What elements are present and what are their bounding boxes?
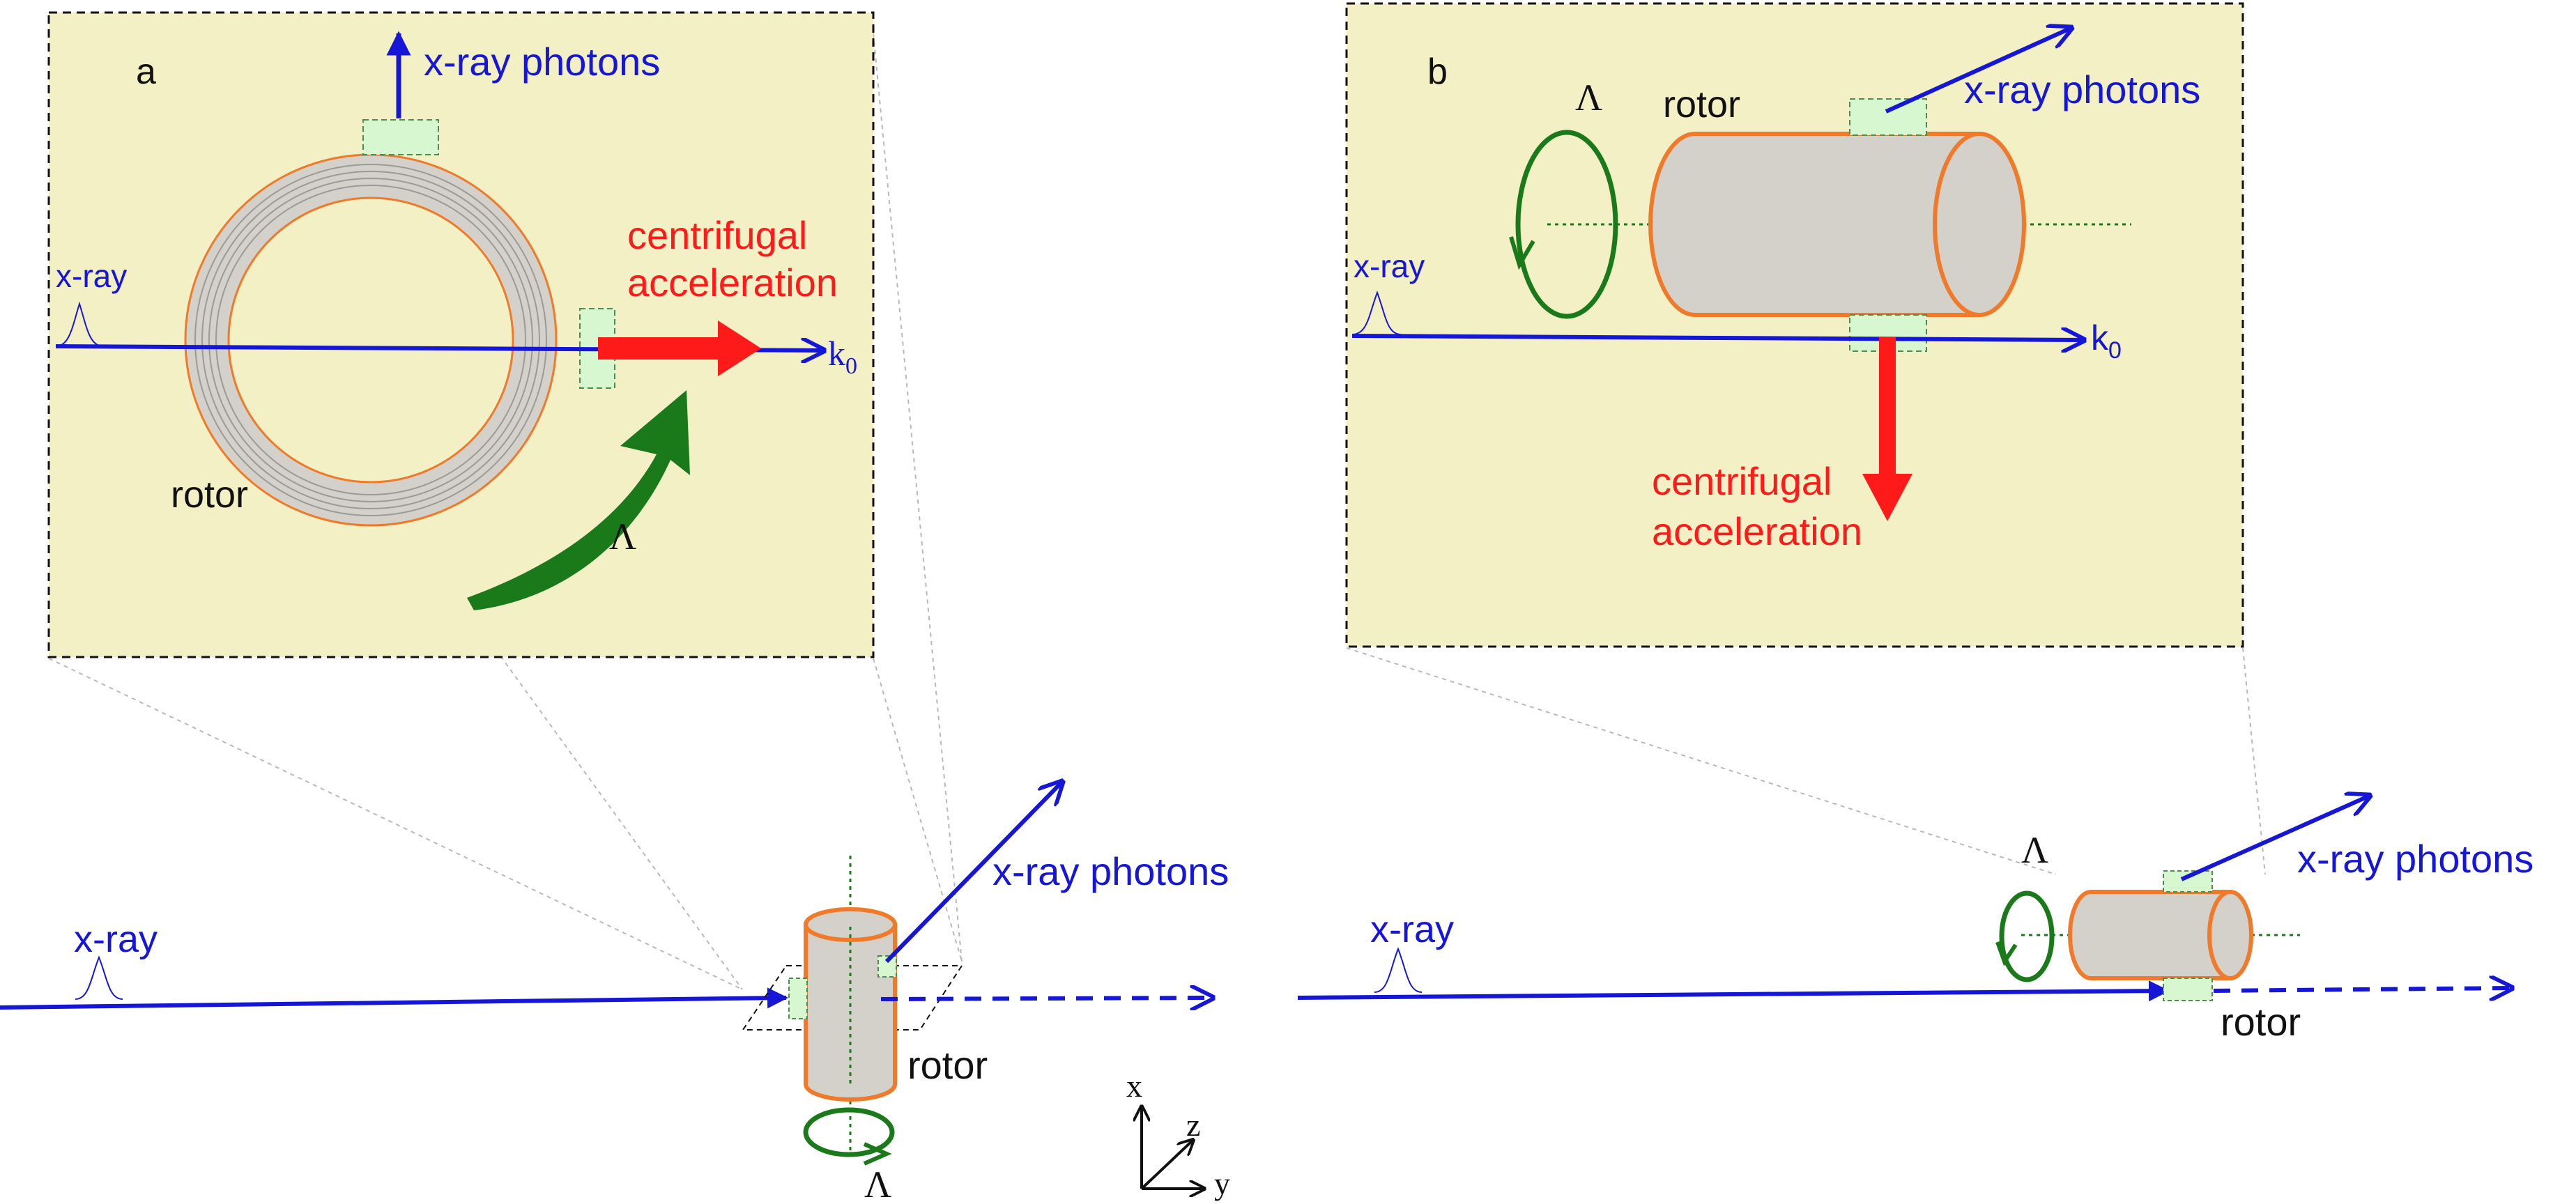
acceleration-arrow (598, 321, 761, 376)
panel-b-background (1345, 2, 2244, 648)
gaussian-pulse-icon (1374, 947, 1423, 993)
gaussian-pulse-icon (55, 301, 104, 347)
panel-b-label: b (1427, 52, 1448, 92)
panel-a-label: a (136, 52, 156, 92)
rotation-symbol: Λ (2021, 829, 2048, 871)
acceleration-label: centrifugal acceleration (1652, 459, 1862, 553)
rotation-arrow-icon (467, 390, 690, 610)
photons-arrow (1885, 28, 2071, 114)
zoom-guide-lines (48, 33, 2266, 990)
panel-a: a x-ray photons x-ray k0 centrifugal acc… (47, 11, 875, 658)
incident-beam (1351, 336, 2084, 340)
transmitted-beam (2213, 988, 2512, 991)
detector-patch-icon (2163, 978, 2213, 1001)
scene-right: x-ray Λ x-ray photons rotor (1297, 796, 2533, 1044)
rotation-arrowhead (1995, 941, 2018, 966)
photons-label: x-ray photons (992, 849, 1229, 893)
scene-left: x-ray x-ray photons rotor Λ (0, 782, 1229, 1204)
rotation-symbol: Λ (609, 516, 636, 557)
rotation-arrowhead (863, 1142, 892, 1166)
incident-beam (1297, 980, 2170, 1002)
rotation-symbol: Λ (864, 1164, 891, 1204)
axis-label-z: z (1186, 1107, 1200, 1143)
gaussian-pulse-icon (1351, 291, 1402, 335)
rotor-cylinder (1648, 132, 2026, 317)
photons-label: x-ray photons (424, 40, 660, 84)
rotor-cylinder (2068, 890, 2253, 980)
rotor-ring (184, 153, 558, 527)
photons-arrow (884, 782, 1062, 964)
incident-beam (0, 987, 788, 1010)
rotation-arrow-icon (1999, 890, 2055, 982)
rotation-arrow-icon (803, 1107, 895, 1157)
rotor-label: rotor (2221, 1000, 2301, 1044)
rotation-arrowhead (1509, 236, 1535, 270)
acceleration-label: centrifugal acceleration (627, 213, 838, 304)
axis-label-x: x (1126, 1068, 1142, 1104)
axis-label-y: y (1214, 1166, 1230, 1201)
wavevector-label: k0 (828, 334, 857, 379)
photons-arrow (2180, 796, 2370, 881)
detector-patch-icon (2163, 870, 2213, 893)
rotor-label: rotor (907, 1043, 988, 1087)
rotation-symbol: Λ (1575, 77, 1602, 118)
detector-patch-icon (362, 119, 439, 155)
beam-label: x-ray (1370, 909, 1454, 950)
photons-label: x-ray photons (2297, 837, 2533, 881)
projection-plane (742, 965, 963, 1031)
beam-label: x-ray (56, 258, 127, 294)
beam-label: x-ray (74, 918, 158, 960)
acceleration-arrow (1862, 337, 1912, 521)
detector-patch-icon (788, 978, 808, 1019)
rotor-label: rotor (171, 474, 248, 516)
photons-label: x-ray photons (1964, 68, 2200, 111)
coordinate-axes-icon: x y z (1126, 1068, 1230, 1201)
panel-b: b Λ rotor x-ray photons x-ray k0 centrif… (1345, 2, 2244, 648)
beam-label: x-ray (1354, 248, 1425, 284)
transmitted-beam (880, 998, 1213, 999)
detector-patch-icon (1849, 98, 1927, 136)
rotation-arrow-icon (1515, 130, 1618, 319)
rotor-label: rotor (1663, 84, 1740, 125)
wavevector-label: k0 (2091, 318, 2122, 364)
gaussian-pulse-icon (75, 955, 123, 1000)
